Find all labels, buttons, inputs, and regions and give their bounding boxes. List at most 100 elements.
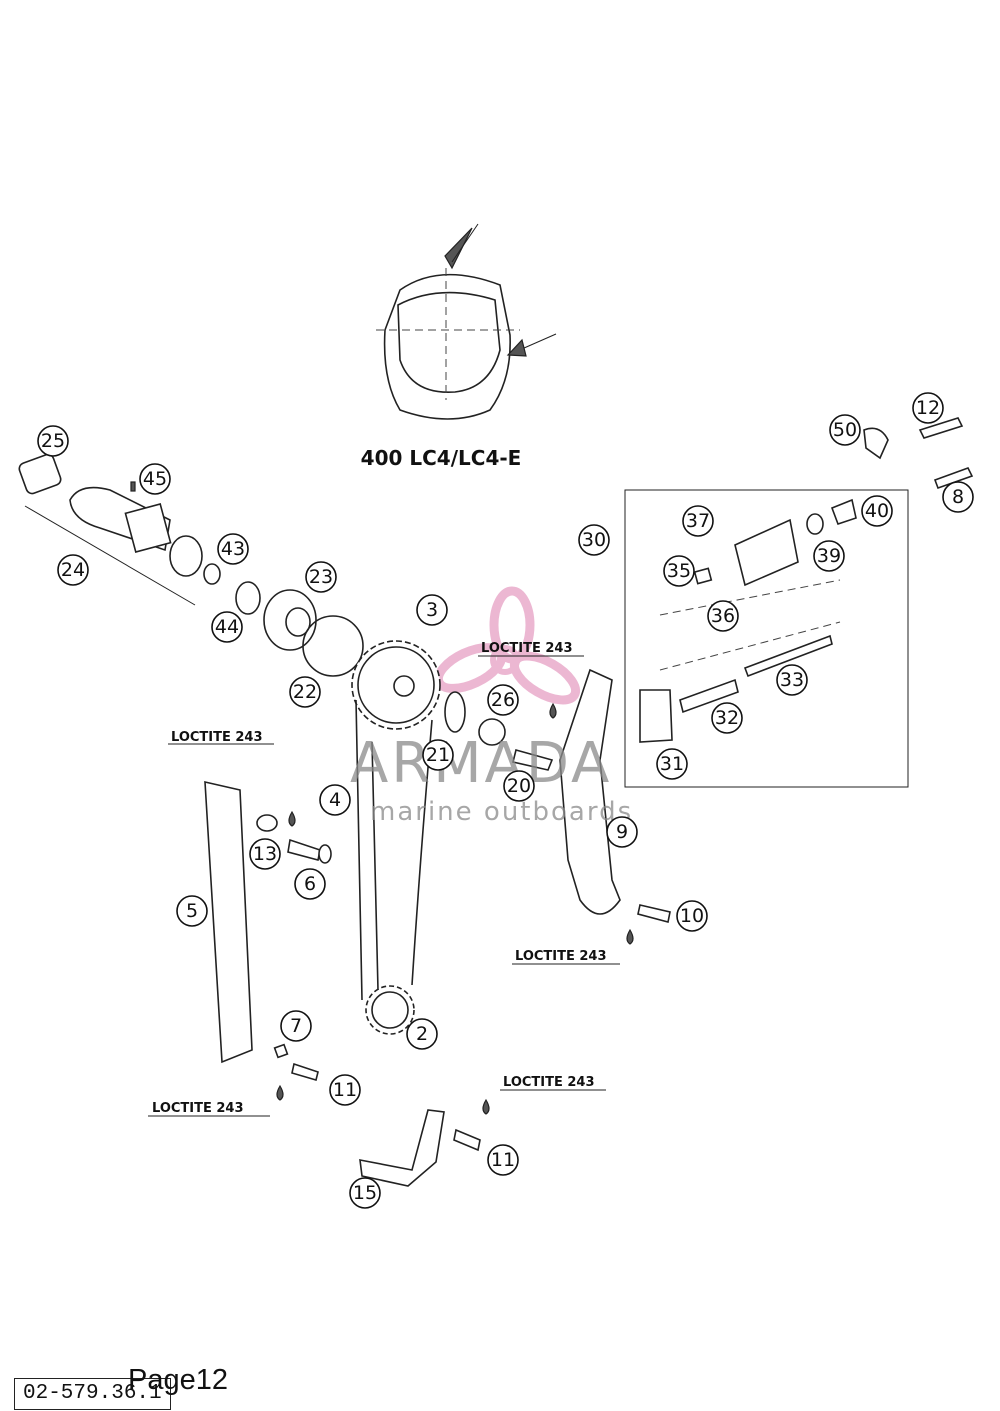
callout-circle [813, 540, 845, 572]
callout-number: 4 [329, 789, 341, 811]
callout-11: 11 [329, 1074, 361, 1106]
callout-group: 2345678910111112131520212223242526303132… [37, 392, 974, 1209]
callout-circle [329, 1074, 361, 1106]
callout-30: 30 [578, 524, 610, 556]
chain-tensioner-kit-frame [624, 489, 909, 788]
callout-5: 5 [176, 895, 208, 927]
callout-number: 12 [916, 397, 940, 419]
callout-circle [776, 664, 808, 696]
callout-36: 36 [707, 600, 739, 632]
callout-number: 44 [215, 616, 239, 638]
callout-number: 8 [952, 486, 964, 508]
callout-33: 33 [776, 664, 808, 696]
callout-number: 37 [686, 510, 710, 532]
camshaft-assembly [18, 453, 364, 677]
callout-circle [416, 594, 448, 626]
callout-circle [503, 770, 535, 802]
callout-circle [217, 533, 249, 565]
callout-4: 4 [319, 784, 351, 816]
callout-12: 12 [912, 392, 944, 424]
callout-44: 44 [211, 611, 243, 643]
bolts-and-washers [256, 417, 974, 1152]
callout-35: 35 [663, 555, 695, 587]
callout-circle [211, 611, 243, 643]
callout-number: 5 [186, 900, 198, 922]
callout-26: 26 [487, 684, 519, 716]
document-code: 02-579.36.1 [14, 1378, 171, 1410]
callout-circle [289, 676, 321, 708]
callout-3: 3 [416, 594, 448, 626]
watermark-propeller-icon [433, 586, 581, 705]
callout-20: 20 [503, 770, 535, 802]
callout-21: 21 [422, 739, 454, 771]
callout-number: 20 [507, 775, 531, 797]
callout-number: 21 [426, 744, 450, 766]
adhesive-note-label: LOCTITE 243 [152, 1101, 244, 1116]
callout-circle [578, 524, 610, 556]
callout-circle [406, 1018, 438, 1050]
camshaft-housing-variant [376, 223, 557, 420]
callout-number: 30 [582, 529, 606, 551]
callout-number: 24 [61, 559, 85, 581]
callout-number: 6 [304, 873, 316, 895]
callout-circle [606, 816, 638, 848]
callout-circle [861, 495, 893, 527]
callout-31: 31 [656, 748, 688, 780]
crankshaft-sprocket [365, 985, 415, 1035]
callout-circle [656, 748, 688, 780]
callout-number: 15 [353, 1182, 377, 1204]
adhesive-note-label: LOCTITE 243 [171, 730, 263, 745]
callout-number: 43 [221, 538, 245, 560]
adhesive-note-label: LOCTITE 243 [515, 949, 607, 964]
callout-circle [349, 1177, 381, 1209]
callout-number: 11 [491, 1149, 515, 1171]
callout-number: 2 [416, 1023, 428, 1045]
callout-6: 6 [294, 868, 326, 900]
adhesive-drop-icons [276, 702, 634, 1115]
callout-circle [280, 1010, 312, 1042]
callout-number: 40 [865, 500, 889, 522]
callout-circle [37, 425, 69, 457]
callout-circle [912, 392, 944, 424]
callout-number: 11 [333, 1079, 357, 1101]
callout-circle [487, 1144, 519, 1176]
callout-7: 7 [280, 1010, 312, 1042]
adhesive-note-label: LOCTITE 243 [481, 641, 573, 656]
callout-number: 13 [253, 843, 277, 865]
chain-tensioner-assembly [639, 498, 857, 743]
callout-24: 24 [57, 554, 89, 586]
callout-circle [829, 414, 861, 446]
callout-37: 37 [682, 505, 714, 537]
callout-number: 25 [41, 430, 65, 452]
callout-15: 15 [349, 1177, 381, 1209]
callout-number: 22 [293, 681, 317, 703]
callout-43: 43 [217, 533, 249, 565]
callout-number: 7 [290, 1015, 302, 1037]
callout-circle [176, 895, 208, 927]
callout-number: 23 [309, 566, 333, 588]
callout-circle [57, 554, 89, 586]
callout-number: 36 [711, 605, 735, 627]
watermark-brand: ARMADA [350, 731, 612, 796]
callout-number: 33 [780, 669, 804, 691]
callout-circle [294, 868, 326, 900]
callout-circle [487, 684, 519, 716]
adhesive-note-label: LOCTITE 243 [503, 1075, 595, 1090]
callout-circle [663, 555, 695, 587]
watermark-tagline: marine outboards [370, 797, 633, 827]
callout-circle [707, 600, 739, 632]
callout-number: 39 [817, 545, 841, 567]
callout-circle [139, 463, 171, 495]
callout-39: 39 [813, 540, 845, 572]
callout-32: 32 [711, 702, 743, 734]
callout-8: 8 [942, 481, 974, 513]
callout-circle [711, 702, 743, 734]
lower-chain-guide [359, 1109, 445, 1187]
callout-11: 11 [487, 1144, 519, 1176]
callout-number: 3 [426, 599, 438, 621]
callout-circle [676, 900, 708, 932]
callout-9: 9 [606, 816, 638, 848]
callout-number: 35 [667, 560, 691, 582]
callout-circle [682, 505, 714, 537]
callout-circle [942, 481, 974, 513]
